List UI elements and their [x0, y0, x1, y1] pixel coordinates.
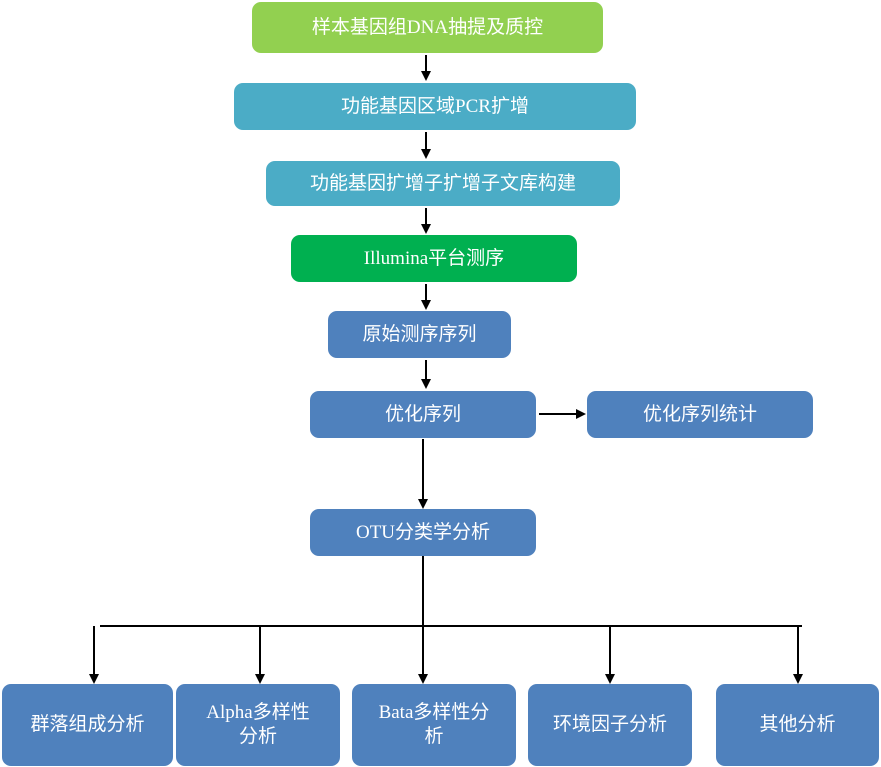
step-pcr-amplification: 功能基因区域PCR扩增 [234, 83, 636, 130]
step-illumina-sequencing: Illumina平台测序 [291, 235, 577, 282]
analysis-alpha-diversity: Alpha多样性分析 [176, 684, 340, 766]
step-optimized-reads: 优化序列 [310, 391, 536, 438]
step-optimized-stats: 优化序列统计 [587, 391, 813, 438]
step-dna-extraction: 样本基因组DNA抽提及质控 [252, 2, 603, 53]
analysis-beta-diversity: Bata多样性分析 [352, 684, 516, 766]
step-library-construction: 功能基因扩增子扩增子文库构建 [266, 161, 620, 206]
step-raw-reads: 原始测序序列 [328, 311, 511, 358]
analysis-other: 其他分析 [716, 684, 879, 766]
analysis-environmental-factors: 环境因子分析 [528, 684, 692, 766]
analysis-community-composition: 群落组成分析 [2, 684, 173, 766]
step-otu-analysis: OTU分类学分析 [310, 509, 536, 556]
